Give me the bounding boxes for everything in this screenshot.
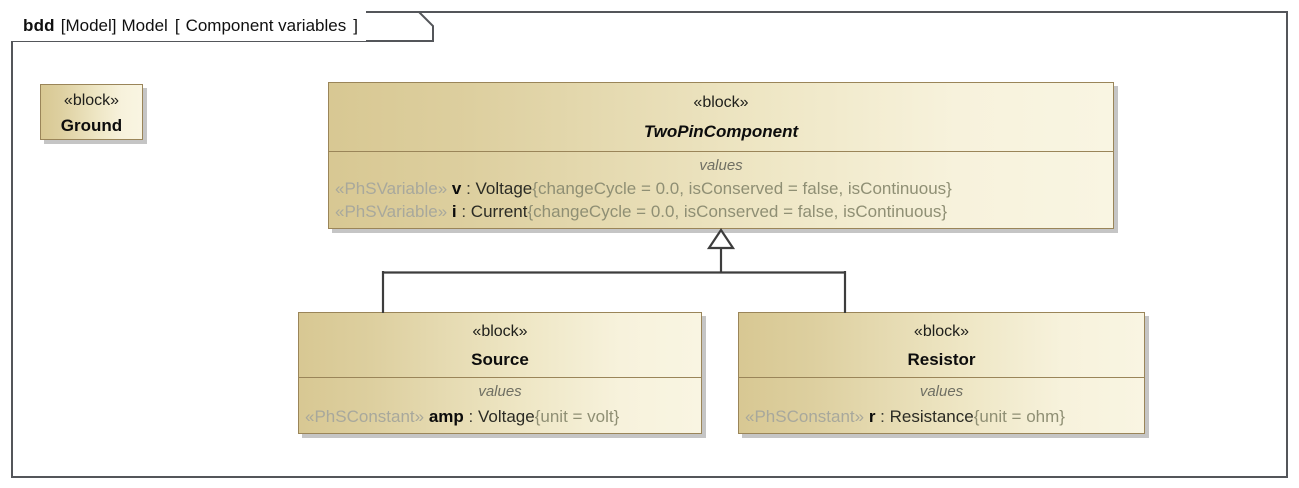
block-resistor-header: «block» Resistor (739, 313, 1144, 377)
diagram-bracket-close: ] (353, 16, 358, 35)
block-two-pin-component-name: TwoPinComponent (643, 122, 799, 141)
block-two-pin-component-header: «block» TwoPinComponent (329, 83, 1113, 151)
block-ground[interactable]: «block» Ground (40, 84, 143, 140)
property-colon: : (461, 179, 476, 198)
values-compartment-label: values (919, 383, 964, 400)
property-name: r (868, 407, 876, 426)
diagram-frame-header: bdd [Model] Model [ Component variables … (11, 11, 366, 41)
block-ground-header: «block» Ground (41, 85, 142, 139)
block-resistor-stereotype: «block» (913, 323, 970, 340)
property-stereotype: «PhSConstant» (305, 407, 425, 426)
diagram-name-label: Component variables (185, 16, 347, 35)
property-type: Voltage (475, 179, 533, 198)
property-constraint: {changeCycle = 0.0, isConserved = false,… (532, 179, 952, 198)
property-stereotype: «PhSVariable» (335, 201, 448, 221)
diagram-kind-label: bdd (23, 16, 55, 35)
block-source-stereotype: «block» (472, 323, 528, 340)
diagram-package-label: [Model] (60, 16, 117, 35)
block-resistor-values-compartment: values «PhSConstant» r : Resistance{unit… (739, 377, 1144, 434)
values-compartment-label: values (478, 383, 522, 400)
property-stereotype: «PhSVariable» (335, 179, 448, 198)
property-constraint: {unit = ohm} (973, 407, 1065, 426)
property-row[interactable]: «PhSConstant» r : Resistance{unit = ohm} (739, 406, 1144, 429)
block-source[interactable]: «block» Source values «PhSConstant» amp … (298, 312, 702, 434)
property-name: amp (428, 407, 464, 426)
property-row[interactable]: «PhSVariable» i : Current{changeCycle = … (329, 201, 1113, 224)
property-name: i (451, 201, 457, 221)
property-row[interactable]: «PhSVariable» v : Voltage{changeCycle = … (329, 178, 1113, 201)
block-source-values-compartment: values «PhSConstant» amp : Voltage{unit … (299, 377, 701, 434)
block-resistor-name: Resistor (907, 350, 976, 369)
block-source-name: Source (471, 350, 529, 369)
property-colon: : (875, 407, 890, 426)
property-constraint: {changeCycle = 0.0, isConserved = false,… (527, 201, 948, 221)
diagram-model-name: Model (121, 16, 168, 35)
block-two-pin-component-stereotype: «block» (693, 94, 749, 111)
block-resistor[interactable]: «block» Resistor values «PhSConstant» r … (738, 312, 1145, 434)
property-colon: : (456, 201, 471, 221)
property-type: Current (470, 201, 528, 221)
diagram-bracket-open: [ (174, 16, 180, 35)
block-two-pin-component[interactable]: «block» TwoPinComponent values «PhSVaria… (328, 82, 1114, 229)
property-constraint: {unit = volt} (534, 407, 620, 426)
property-name: v (451, 179, 462, 198)
property-type: Resistance (889, 407, 974, 426)
block-two-pin-component-values-compartment: values «PhSVariable» v : Voltage{changeC… (329, 151, 1113, 228)
property-colon: : (463, 407, 478, 426)
property-row[interactable]: «PhSConstant» amp : Voltage{unit = volt} (299, 406, 701, 429)
block-source-header: «block» Source (299, 313, 701, 377)
block-ground-stereotype: «block» (63, 92, 120, 109)
property-type: Voltage (477, 407, 535, 426)
property-stereotype: «PhSConstant» (745, 407, 865, 426)
values-compartment-label: values (699, 157, 743, 174)
block-ground-name: Ground (60, 116, 123, 135)
